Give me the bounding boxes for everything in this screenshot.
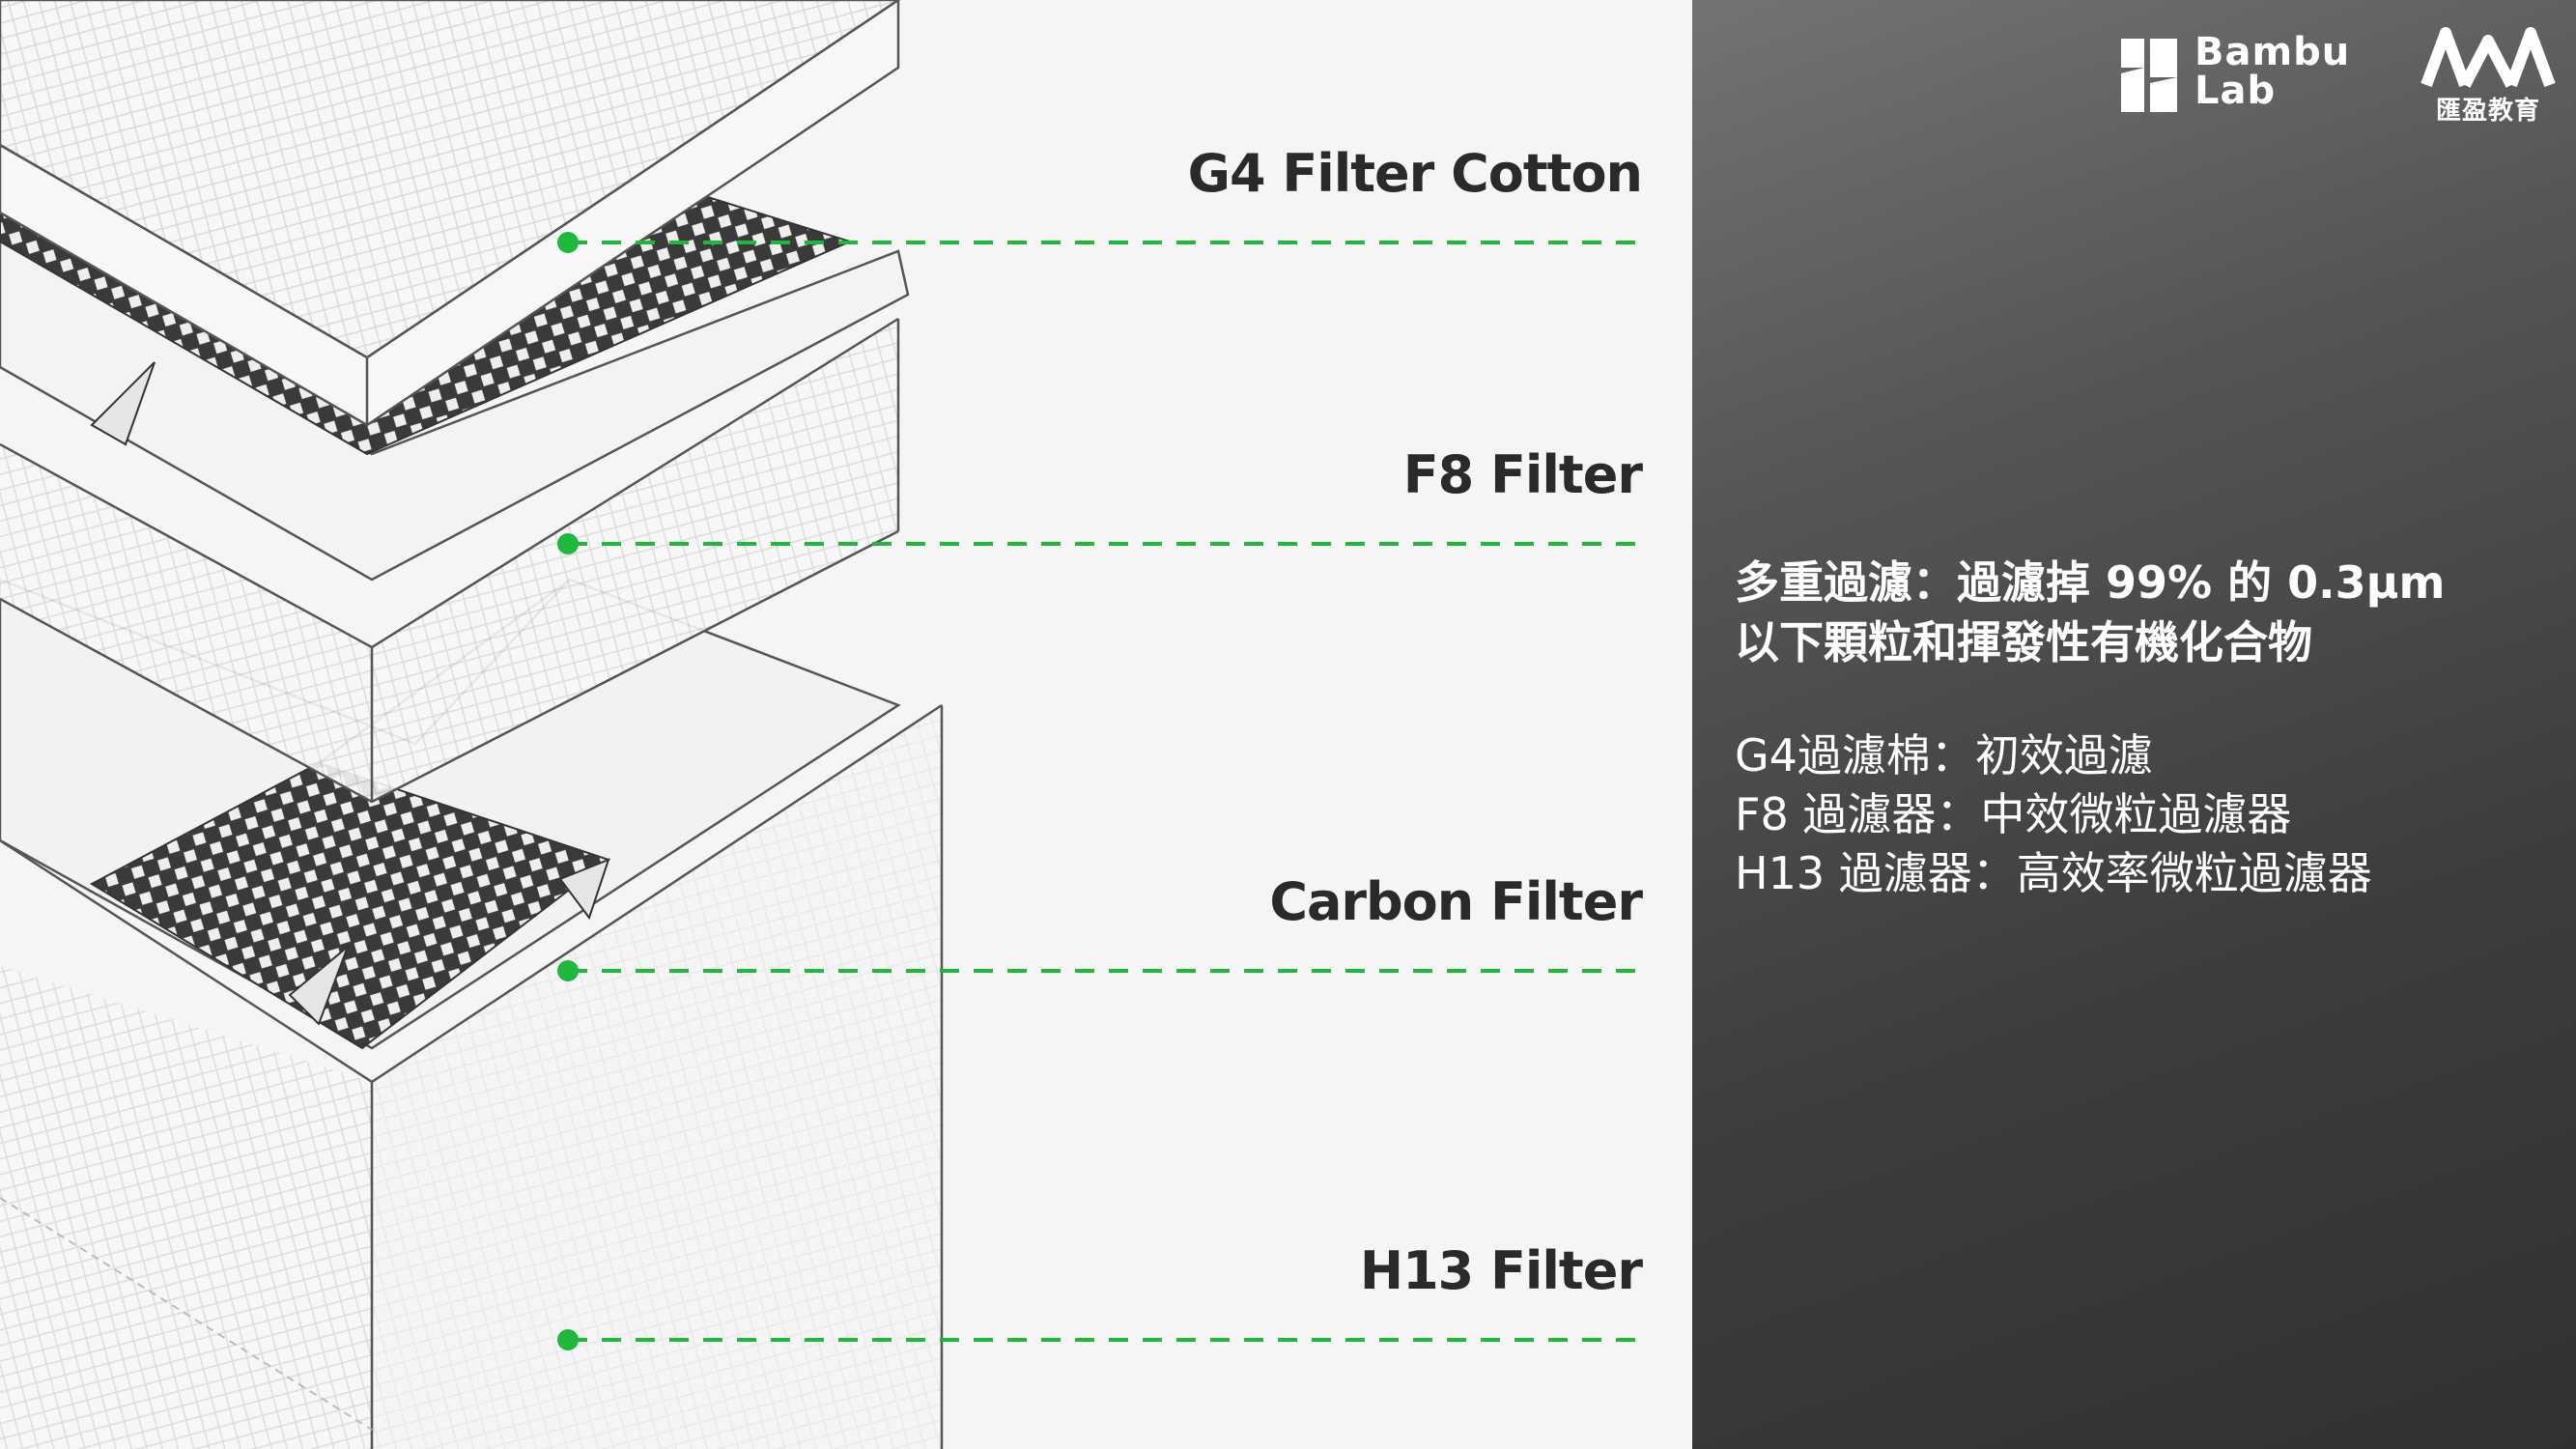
label-h13-filter: H13 Filter	[1359, 1240, 1643, 1301]
info-panel	[1692, 0, 2576, 1449]
callout-f8	[557, 533, 1642, 554]
headline-line-2: 以下顆粒和揮發性有機化合物	[1735, 616, 2312, 668]
label-g4-filter-cotton: G4 Filter Cotton	[1187, 143, 1643, 204]
callout-g4	[557, 232, 1642, 253]
filter-illustration-panel: G4 Filter Cotton F8 Filter Carbon Filter…	[0, 0, 1643, 1449]
label-carbon-filter: Carbon Filter	[1269, 871, 1643, 932]
headline: 多重過濾：過濾掉 99% 的 0.3μm 以下顆粒和揮發性有機化合物	[1735, 553, 2536, 672]
exploded-filter-illustration	[0, 0, 1642, 1449]
aya-logo-mark-icon	[2420, 27, 2556, 88]
spec-f8: F8 過濾器：中效微粒過濾器	[1735, 788, 2292, 840]
aya-logo-text: 匯盈教育	[2435, 97, 2540, 126]
g4-cotton-pad	[0, 0, 901, 427]
bambu-logo-mark-icon	[2121, 39, 2177, 112]
aya-education-logo: 匯盈教育	[2420, 27, 2556, 128]
spec-h13: H13 過濾器：高效率微粒過濾器	[1735, 847, 2372, 899]
callout-h13	[557, 1329, 1642, 1350]
spec-g4: G4過濾棉：初效過濾	[1735, 729, 2153, 781]
bambu-logo-wordmark: Bambu Lab	[2194, 30, 2351, 113]
headline-line-1: 多重過濾：過濾掉 99% 的 0.3μm	[1735, 556, 2446, 609]
h13-filter-box	[0, 703, 944, 1449]
bambu-lab-logo: Bambu Lab	[2121, 33, 2382, 120]
callout-carbon	[557, 960, 1642, 981]
label-f8-filter: F8 Filter	[1402, 444, 1643, 505]
filter-spec-list: G4過濾棉：初效過濾 F8 過濾器：中效微粒過濾器 H13 過濾器：高效率微粒過…	[1735, 726, 2546, 903]
